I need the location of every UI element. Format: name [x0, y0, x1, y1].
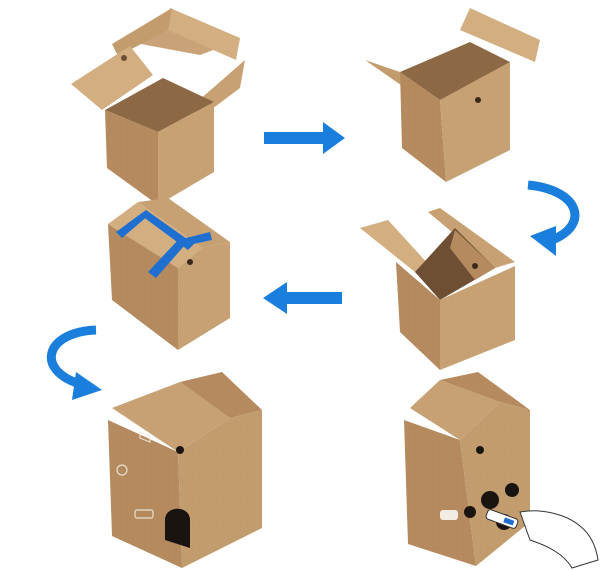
vent-hole — [476, 446, 484, 454]
step-2-flaps-folding — [365, 8, 540, 182]
step-5-finished-house — [108, 372, 262, 568]
punched-hole — [464, 506, 476, 518]
vent-hole — [187, 259, 193, 265]
step-6-punching-holes — [404, 372, 598, 568]
step-3-roof-flaps-raised — [360, 208, 515, 370]
step-1-open-box — [71, 8, 245, 205]
arrow-icon — [263, 282, 342, 314]
arrow-right-1 — [264, 122, 345, 154]
arrow-curve-4 — [51, 330, 102, 400]
punched-hole — [481, 491, 499, 509]
hand-icon — [520, 511, 598, 568]
arrow-left-1 — [263, 282, 342, 314]
vent-hole — [176, 446, 184, 454]
vent-hole — [472, 263, 478, 269]
left-back-flap — [112, 8, 172, 56]
step-4-roof-taped — [108, 198, 230, 350]
arrow-curve-2 — [528, 185, 575, 256]
punched-hole — [505, 483, 519, 497]
printed-graphic — [440, 510, 458, 520]
arrow-icon — [51, 330, 96, 384]
vent-hole — [121, 55, 127, 61]
left-roof-flap — [360, 220, 430, 272]
arrow-icon — [264, 122, 345, 154]
vent-hole — [475, 97, 481, 103]
